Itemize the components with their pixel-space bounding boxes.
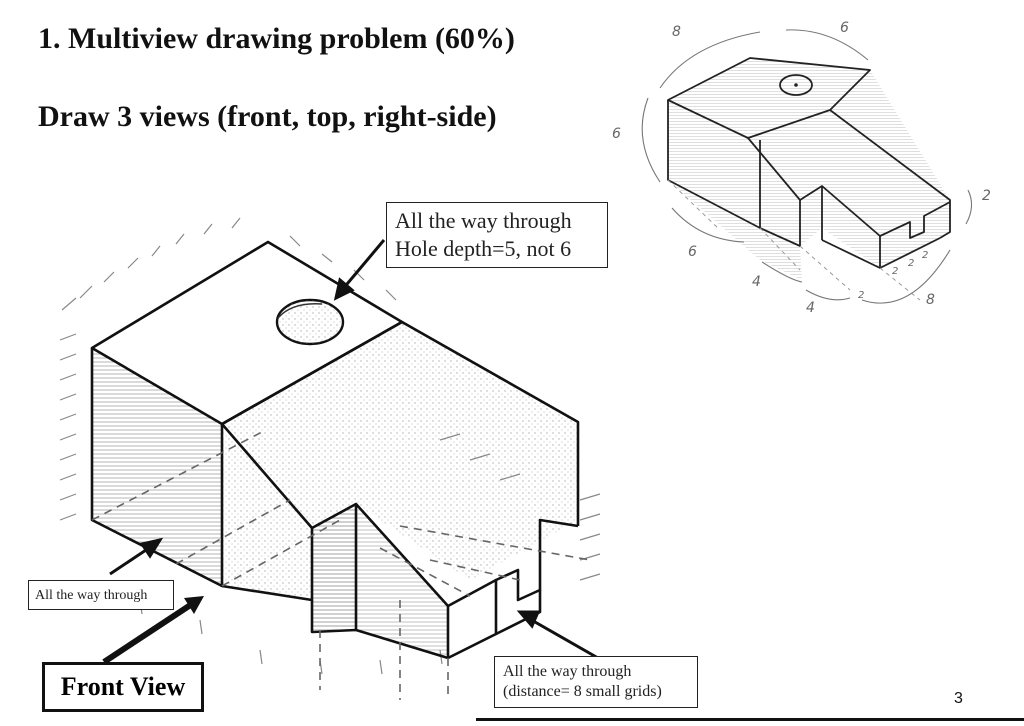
problem-instruction: Draw 3 views (front, top, right-side) bbox=[38, 100, 497, 133]
front-view-label: Front View bbox=[42, 662, 204, 712]
hole-callout-line1: All the way through bbox=[395, 208, 572, 233]
dim-label: 2 bbox=[982, 188, 991, 204]
isometric-object bbox=[59, 217, 601, 700]
slot-callout-line1: All the way through bbox=[503, 663, 632, 680]
footer-rule bbox=[476, 718, 1024, 721]
dim-label: 2 bbox=[922, 250, 929, 261]
left-callout: All the way through bbox=[28, 580, 174, 610]
hole-callout: All the way through Hole depth=5, not 6 bbox=[386, 202, 608, 268]
dim-label: 2 bbox=[908, 258, 915, 269]
dim-label: 2 bbox=[892, 266, 899, 277]
dim-label: 4 bbox=[806, 300, 815, 316]
problem-title: 1. Multiview drawing problem (60%) bbox=[38, 22, 515, 55]
dim-label: 6 bbox=[612, 126, 621, 142]
dim-label: 8 bbox=[672, 24, 681, 40]
front-view-arrow bbox=[102, 596, 204, 665]
hole-callout-line2: Hole depth=5, not 6 bbox=[395, 235, 572, 261]
dim-label: 6 bbox=[688, 244, 697, 260]
dim-label: 2 bbox=[858, 290, 865, 301]
dim-label: 6 bbox=[840, 20, 849, 36]
annotation-arrows bbox=[109, 239, 599, 660]
slot-callout-line2: (distance= 8 small grids) bbox=[503, 683, 662, 700]
dim-label: 8 bbox=[926, 292, 935, 308]
dim-label: 4 bbox=[752, 274, 761, 290]
slot-callout: All the way through (distance= 8 small g… bbox=[494, 656, 698, 708]
page-number: 3 bbox=[954, 690, 963, 707]
reference-sketch bbox=[641, 29, 973, 304]
